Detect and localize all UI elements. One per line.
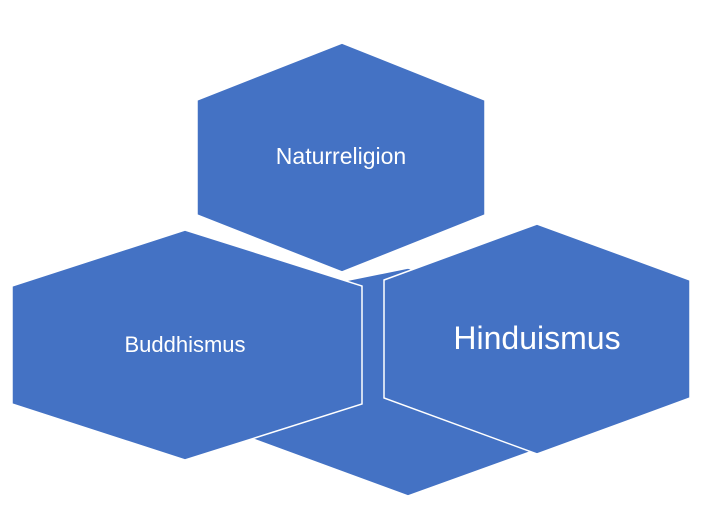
label-naturreligion: Naturreligion <box>276 143 406 169</box>
hexagon-buddhismus <box>11 229 363 461</box>
label-hinduismus: Hinduismus <box>453 320 620 356</box>
hexagon-naturreligion <box>196 42 486 273</box>
hexagon-hinduismus <box>383 223 691 455</box>
label-buddhismus: Buddhismus <box>124 332 245 357</box>
